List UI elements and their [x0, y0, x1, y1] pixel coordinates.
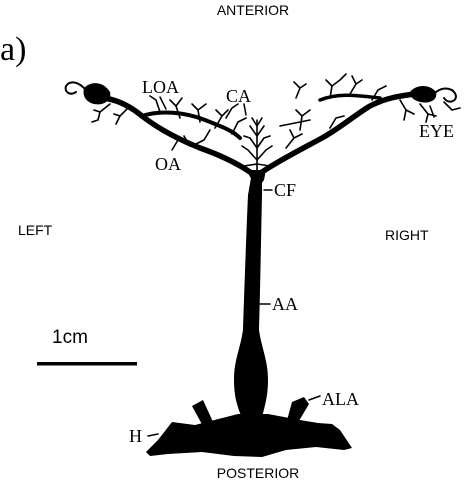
axial-artery-trunk — [234, 172, 268, 418]
right-upper-branch — [318, 93, 382, 102]
right-eye-curl — [435, 87, 457, 103]
scale-bar-label: 1cm — [52, 327, 88, 348]
posterior-label: POSTERIOR — [217, 465, 299, 481]
oa-label: OA — [155, 154, 181, 174]
oa-branch-left — [101, 95, 253, 175]
central-arborisation — [241, 117, 273, 171]
ca-label: CA — [226, 86, 251, 106]
loa-label: LOA — [142, 77, 179, 97]
right-eye — [410, 86, 437, 103]
oa-branch-right — [259, 91, 417, 175]
anterior-label: ANTERIOR — [217, 2, 289, 18]
leader-lines — [147, 96, 435, 437]
cf-label: CF — [274, 180, 296, 200]
right-arborisations — [279, 73, 461, 149]
left-eye-curl — [64, 81, 85, 95]
aa-label: AA — [272, 294, 298, 314]
panel-label: a) — [0, 31, 26, 68]
left-eye — [83, 83, 111, 105]
left-label: LEFT — [18, 222, 53, 238]
ala-label: ALA — [322, 389, 359, 409]
scale-bar — [37, 362, 137, 366]
right-label: RIGHT — [385, 227, 429, 243]
left-eye-branch — [140, 110, 242, 140]
eye-label: EYE — [419, 121, 454, 141]
ala-stub-left — [192, 400, 214, 428]
ala-stub-right — [286, 397, 309, 426]
left-arborisations — [91, 95, 247, 147]
left-eye-stalk — [101, 95, 115, 103]
h-label: H — [129, 426, 142, 446]
haptera-base — [146, 414, 352, 457]
